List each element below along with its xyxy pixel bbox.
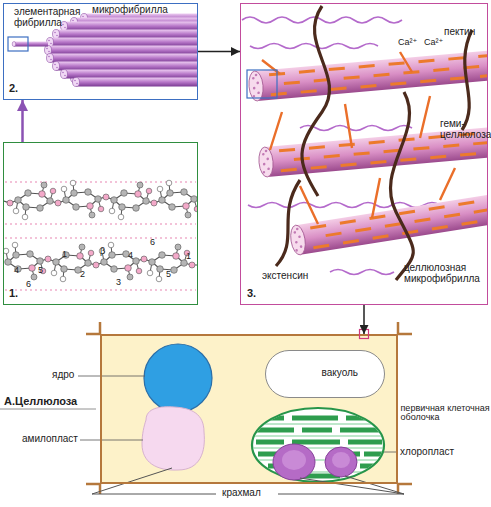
atom-number: 3 — [116, 278, 121, 288]
fibril-rod — [61, 70, 198, 79]
thylakoids — [250, 418, 390, 476]
zoom-frame — [247, 70, 277, 98]
pectin-chain — [330, 270, 394, 275]
organelle-label: вакуоль — [322, 367, 359, 378]
vacuole: вакуоль — [265, 350, 385, 398]
separator-line — [0, 409, 96, 410]
atom-number: 5 — [166, 270, 171, 280]
part-label: пектин — [444, 26, 475, 37]
glucose-ring — [13, 182, 56, 220]
fibril-rod — [47, 38, 198, 47]
amyloplast — [142, 407, 204, 470]
cellulose-microfibril — [248, 50, 487, 101]
extensin-chain — [276, 180, 300, 266]
cell-wall — [86, 322, 412, 494]
oxygen-atom — [189, 262, 195, 268]
atom-number: 5 — [38, 266, 43, 276]
glucose-ring — [99, 242, 142, 280]
atom-number: 2 — [80, 270, 85, 280]
starch-grain — [325, 447, 357, 477]
oxygen-atom — [7, 200, 13, 206]
oxygen-atom — [141, 256, 147, 262]
elementary-fibril-end — [12, 42, 16, 47]
nucleus — [144, 344, 212, 412]
glucose-ring — [4, 242, 46, 280]
organelle-label: ядро — [52, 369, 74, 380]
atom-number: 4 — [128, 251, 133, 261]
oxygen-atom — [55, 200, 61, 206]
atom-number: 6 — [150, 238, 155, 248]
panel-number: 2. — [9, 82, 18, 94]
extensin-chain — [462, 30, 472, 130]
oxygen-atom — [93, 262, 99, 268]
starch-grain — [273, 444, 315, 480]
fibril-rod — [47, 54, 198, 63]
fibril-rod — [53, 62, 198, 71]
cell-outline: первичная клеточная оболочкавакуоль — [100, 334, 398, 484]
part-label: экстенсин — [262, 270, 308, 281]
cytoplasm — [100, 334, 398, 484]
cellulose-microfibril — [289, 188, 487, 256]
flow-arrow — [198, 51, 240, 53]
pectin-chain — [242, 17, 402, 23]
zoom-frame — [8, 37, 28, 51]
starch-grain-core — [282, 450, 306, 470]
starch-label: крахмал — [222, 487, 261, 498]
part-label: целлюлозная микрофибрилла — [404, 262, 486, 284]
atom-number: β — [100, 247, 105, 257]
part-label: микрофибрилла — [92, 4, 168, 15]
extensin-chain — [302, 6, 330, 196]
glycosidic-bond — [40, 259, 197, 265]
atom-number: 6 — [26, 280, 31, 290]
fibril-rod — [45, 46, 198, 55]
ion-label: Ca²⁺ — [398, 38, 417, 48]
chloroplast — [252, 408, 384, 482]
glucose-ring — [157, 180, 197, 218]
part-label: элементарная фибрилла — [14, 6, 88, 28]
oxygen-atom — [103, 194, 109, 200]
ion-label: Ca²⁺ — [424, 38, 443, 48]
starch-grain-core — [332, 452, 350, 468]
wall-structure — [242, 6, 487, 280]
section-heading: А.Целлюлоза — [4, 395, 77, 407]
glucose-ring — [61, 180, 104, 218]
panel-number: 3. — [247, 287, 256, 299]
oxygen-atom — [151, 200, 157, 206]
cellulose-molecule — [4, 180, 197, 290]
atom-number: 1 — [62, 250, 67, 260]
microfibril-bundle — [45, 14, 198, 87]
atom-number: 1 — [186, 252, 191, 262]
elementary-fibril — [14, 42, 48, 47]
panel-box: 1. — [3, 142, 198, 305]
panel-number: 1. — [9, 287, 18, 299]
glucose-ring — [51, 244, 94, 282]
fibril-rod — [53, 30, 198, 39]
atom-number: 4 — [14, 266, 19, 276]
fibril-rod — [73, 78, 198, 87]
glucose-ring — [147, 244, 190, 282]
fibril-rod — [61, 22, 198, 31]
oxygen-atom — [45, 256, 51, 262]
flow-arrow — [21, 100, 24, 142]
pectin-chain — [300, 126, 412, 131]
glucose-ring — [109, 182, 152, 220]
pectin-chain — [250, 44, 378, 49]
organelle-label: амилопласт — [22, 433, 78, 444]
flow-arrow — [363, 305, 365, 334]
panel-box: 3. — [240, 3, 488, 305]
cell-wall-label: первичная клеточная оболочка — [401, 404, 491, 424]
extensin-chain — [390, 92, 413, 280]
organelle-label: хлоропласт — [400, 446, 454, 457]
part-label: геми- целлюлоза — [440, 118, 491, 140]
